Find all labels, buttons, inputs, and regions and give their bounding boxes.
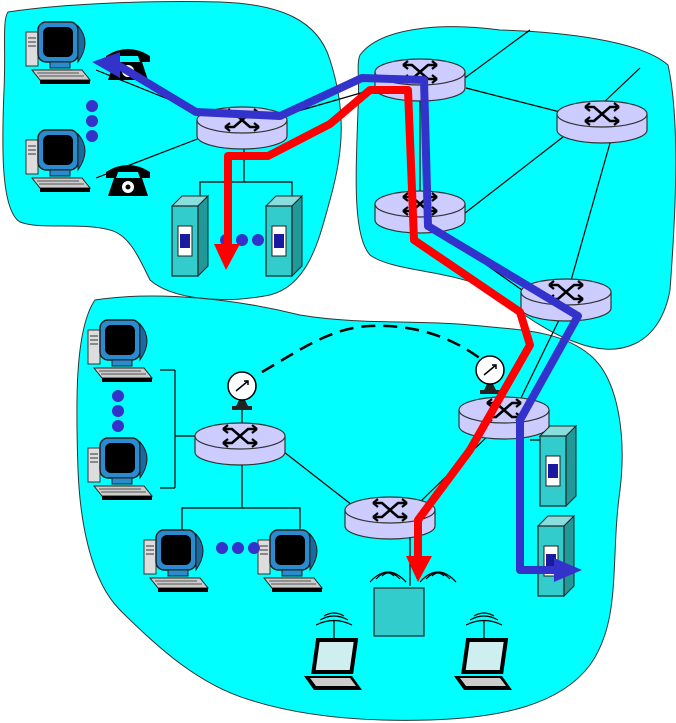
satellite-link [261,324,493,374]
router-icon [457,395,551,441]
server-icon [171,195,209,277]
server-icon [537,515,575,597]
router-icon [555,99,649,145]
ellipsis-dots-icon [86,100,98,142]
wireless-access-point-icon [369,571,457,637]
ellipsis-dots-icon [112,390,124,432]
router-icon [193,421,287,467]
router-icon [373,189,467,235]
ellipsis-dots-icon [216,542,260,554]
network-links [95,29,641,586]
server-icon [265,195,303,277]
blue-path [92,52,582,582]
server-icon [539,425,577,507]
red-path [214,86,534,582]
